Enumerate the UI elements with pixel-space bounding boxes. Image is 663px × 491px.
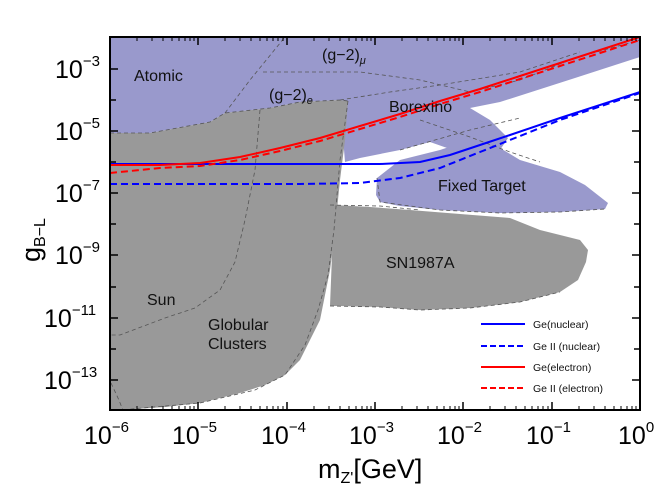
line-ge-electron <box>110 37 640 166</box>
label-borexino: Borexino <box>389 99 452 116</box>
legend-ge-nuclear: Ge(nuclear) <box>533 319 588 331</box>
label-sn1987a: SN1987A <box>386 255 455 272</box>
label-globular-2: Clusters <box>208 336 267 353</box>
line-ge-ii-electron <box>110 39 640 174</box>
x-tick-1e-1: 10−1 <box>526 419 571 450</box>
x-tick-1e-5: 10−5 <box>172 419 217 450</box>
label-globular-1: Globular <box>208 317 269 334</box>
legend-ge-ii-electron: Ge II (electron) <box>533 383 603 395</box>
region-boundaries <box>110 37 640 410</box>
x-tick-labels: 10−6 10−5 10−4 10−3 10−2 10−1 100 <box>84 419 654 450</box>
x-tick-1e-3: 10−3 <box>349 419 394 450</box>
y-axis-title: gB−L <box>16 218 49 262</box>
y-tick-1e-3: 10−3 <box>55 53 100 84</box>
region-fixed-target <box>376 140 608 213</box>
y-tick-1e-13: 10−13 <box>44 364 97 395</box>
y-tick-1e-7: 10−7 <box>55 177 100 208</box>
x-tick-1e-6: 10−6 <box>84 419 129 450</box>
label-atomic: Atomic <box>134 68 183 85</box>
region-sn1987a <box>330 205 588 310</box>
label-g2-e: (g−2)e <box>269 87 313 107</box>
x-tick-1e-4: 10−4 <box>261 419 306 450</box>
line-ge-nuclear <box>110 91 640 165</box>
plot-area: Atomic (g−2)μ (g−2)e Borexino Fixed Targ… <box>110 37 640 410</box>
label-g2-mu: (g−2)μ <box>322 47 366 67</box>
y-tick-1e-5: 10−5 <box>55 115 100 146</box>
y-tick-labels: 10−3 10−5 10−7 10−9 10−11 10−13 <box>44 53 100 395</box>
legend-ge-electron: Ge(electron) <box>533 362 591 374</box>
region-atomic-g2-borexino <box>110 37 640 162</box>
y-tick-1e-11: 10−11 <box>44 302 96 333</box>
region-sun-globular <box>110 100 348 410</box>
x-axis-title: mZ'[GeV] <box>318 454 422 487</box>
axis-minor-ticks <box>136 37 637 410</box>
label-sun: Sun <box>147 292 175 309</box>
axis-ticks <box>110 37 640 410</box>
label-fixed-target: Fixed Target <box>438 178 526 195</box>
y-tick-1e-9: 10−9 <box>55 239 100 270</box>
x-tick-1e0: 100 <box>618 419 654 450</box>
x-tick-1e-2: 10−2 <box>437 419 482 450</box>
legend-ge-ii-nuclear: Ge II (nuclear) <box>533 341 600 353</box>
line-ge-ii-nuclear <box>110 92 640 185</box>
legend: Ge(nuclear) Ge II (nuclear) Ge(electron)… <box>481 319 603 395</box>
